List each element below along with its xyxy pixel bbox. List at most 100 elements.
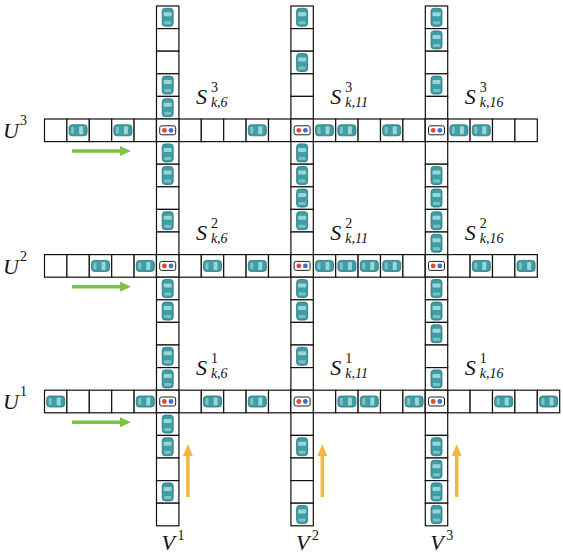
car xyxy=(162,167,173,185)
cell-index: k,6 xyxy=(211,96,228,110)
flow-arrow-head xyxy=(120,146,131,156)
road-cell xyxy=(157,142,179,165)
road-cell xyxy=(291,413,313,436)
car xyxy=(297,347,308,365)
car xyxy=(162,370,173,388)
car xyxy=(383,125,401,136)
state-symbol: S xyxy=(465,357,476,379)
road-cell xyxy=(336,390,358,413)
car xyxy=(297,438,308,456)
road-cell xyxy=(403,119,425,142)
road-name: U xyxy=(3,391,19,413)
car xyxy=(360,260,378,271)
road-cell xyxy=(448,390,470,413)
road-cell xyxy=(425,187,447,210)
road-cell xyxy=(515,119,537,142)
road-cell xyxy=(201,255,223,278)
road-cell xyxy=(291,96,313,119)
car xyxy=(204,260,222,271)
traffic-light xyxy=(160,261,176,270)
car xyxy=(338,125,356,136)
road-cell xyxy=(224,119,246,142)
road-cell xyxy=(291,255,313,278)
car xyxy=(162,8,173,26)
cell-index: k,11 xyxy=(345,232,368,246)
road-cell xyxy=(381,119,403,142)
road-cell xyxy=(425,503,447,526)
road-cell xyxy=(246,390,268,413)
road-cell xyxy=(157,96,179,119)
road-cell xyxy=(493,390,515,413)
road-cell xyxy=(224,390,246,413)
road-cell xyxy=(291,142,313,165)
road-index: 3 xyxy=(211,81,218,95)
road-cell xyxy=(157,481,179,504)
car xyxy=(297,167,308,185)
road-index: 2 xyxy=(211,217,218,231)
road-cell xyxy=(157,74,179,97)
road-index: 3 xyxy=(345,81,352,95)
car xyxy=(162,302,173,320)
car xyxy=(450,125,468,136)
road-cell xyxy=(291,503,313,526)
road-cell xyxy=(291,458,313,481)
flow-arrow xyxy=(321,454,325,497)
road-cell xyxy=(425,458,447,481)
road-cell xyxy=(493,119,515,142)
road-cell xyxy=(157,300,179,323)
road-index: 1 xyxy=(178,529,185,543)
state-symbol: S xyxy=(330,357,341,379)
state-symbol: S xyxy=(465,86,476,108)
road-cell xyxy=(448,119,470,142)
road-cell xyxy=(134,255,156,278)
car xyxy=(431,460,442,478)
car xyxy=(248,260,266,271)
road-cell xyxy=(291,74,313,97)
state-symbol: S xyxy=(465,222,476,244)
car xyxy=(517,260,535,271)
road-cell xyxy=(157,51,179,74)
road-cell xyxy=(89,390,111,413)
road-cell xyxy=(425,74,447,97)
road-cell xyxy=(381,255,403,278)
flow-arrow-head xyxy=(452,444,462,456)
road-cell xyxy=(157,255,179,278)
road-cell xyxy=(291,119,313,142)
road-cell xyxy=(425,481,447,504)
car xyxy=(162,415,173,433)
car xyxy=(297,302,308,320)
car xyxy=(405,396,423,407)
road-cell xyxy=(291,390,313,413)
road-index: 2 xyxy=(345,217,352,231)
flow-arrow xyxy=(186,454,190,497)
car xyxy=(383,260,401,271)
road-cell xyxy=(515,255,537,278)
road-cell xyxy=(425,29,447,52)
road-cell xyxy=(45,255,67,278)
road-cell xyxy=(425,300,447,323)
car xyxy=(431,76,442,94)
road-cell xyxy=(291,277,313,300)
road-cell xyxy=(425,390,447,413)
road-cell xyxy=(67,255,89,278)
car xyxy=(162,483,173,501)
road-cell xyxy=(493,255,515,278)
road-index: 3 xyxy=(480,81,487,95)
cell-index: k,6 xyxy=(211,232,228,246)
road-cell xyxy=(134,390,156,413)
traffic-light xyxy=(294,261,310,270)
road-cell xyxy=(179,255,201,278)
flow-arrow-head xyxy=(317,444,327,456)
road-cell xyxy=(403,255,425,278)
cars xyxy=(47,8,558,523)
traffic-light xyxy=(429,397,445,406)
traffic-light xyxy=(160,397,176,406)
car xyxy=(431,31,442,49)
state-symbol: S xyxy=(330,222,341,244)
road-cell xyxy=(157,322,179,345)
road-cell xyxy=(112,255,134,278)
road-cell xyxy=(291,29,313,52)
road-cell xyxy=(291,255,313,278)
car xyxy=(431,438,442,456)
car xyxy=(162,99,173,117)
